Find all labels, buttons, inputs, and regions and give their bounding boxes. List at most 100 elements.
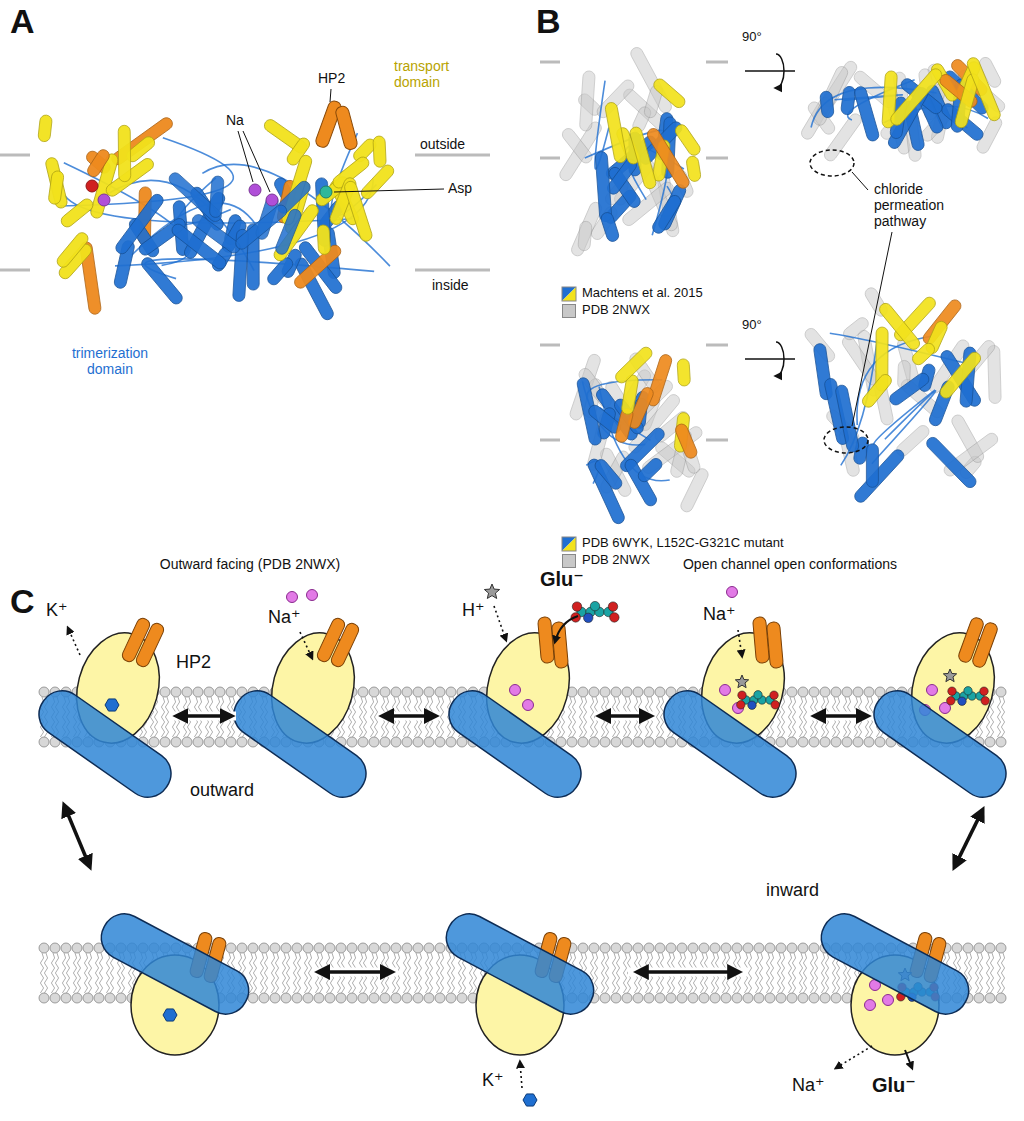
lipid-bilayer bbox=[40, 953, 43, 993]
membrane-line bbox=[0, 269, 30, 272]
equilibrium-arrow bbox=[810, 716, 872, 717]
ion-sphere bbox=[249, 184, 261, 196]
glutamate-molecule bbox=[770, 691, 778, 699]
lipid-bilayer bbox=[435, 687, 445, 697]
part-label: Na bbox=[226, 112, 244, 128]
lipid-bilayer bbox=[583, 697, 586, 737]
glutamate-molecule bbox=[737, 691, 780, 710]
channel-helices bbox=[604, 77, 702, 191]
equilibrium-arrow bbox=[628, 968, 748, 977]
channel-helices bbox=[651, 77, 687, 111]
transport-domain-helices bbox=[343, 180, 373, 243]
protein-loop bbox=[872, 391, 936, 464]
glutamate-molecule bbox=[980, 687, 988, 695]
lipid-bilayer bbox=[655, 943, 665, 953]
transporter-outward bbox=[440, 682, 589, 806]
lipid-bilayer bbox=[990, 953, 993, 993]
lipid-bilayer bbox=[803, 953, 806, 993]
lipid-bilayer bbox=[413, 993, 423, 1003]
equilibrium-arrow bbox=[810, 712, 872, 721]
lipid-bilayer bbox=[369, 687, 379, 697]
sodium-ion bbox=[523, 700, 534, 711]
lipid-bilayer bbox=[440, 953, 443, 993]
lipid-bilayer bbox=[644, 943, 654, 953]
lipid-bilayer bbox=[363, 697, 366, 737]
lipid-bilayer bbox=[788, 953, 791, 993]
lipid-bilayer bbox=[633, 737, 643, 747]
leader-line bbox=[852, 232, 892, 426]
lipid-bilayer bbox=[369, 943, 379, 953]
equilibrium-arrow bbox=[64, 806, 89, 866]
lipid-bilayer bbox=[743, 943, 753, 953]
membrane-line bbox=[706, 157, 728, 160]
membrane-line bbox=[415, 269, 490, 272]
lipid-bilayer bbox=[600, 687, 610, 697]
legend-text: Machtens et al. 2015 bbox=[582, 286, 703, 301]
lipid-bilayer bbox=[810, 953, 813, 993]
lipid-bilayer bbox=[831, 993, 841, 1003]
glutamate-molecule bbox=[771, 701, 779, 709]
channel-helices bbox=[860, 295, 983, 410]
lipid-bilayer bbox=[62, 953, 65, 993]
lipid-bilayer bbox=[710, 943, 720, 953]
lipid-bilayer bbox=[413, 943, 423, 953]
channel-helices bbox=[835, 384, 860, 453]
equilibrium-arrow bbox=[628, 972, 748, 973]
glutamate-molecule bbox=[958, 697, 966, 705]
membrane-line bbox=[0, 154, 30, 157]
pathway-outline bbox=[810, 150, 854, 176]
lipid-bilayer bbox=[248, 993, 258, 1003]
lipid-bilayer bbox=[425, 953, 428, 993]
legend-sample bbox=[562, 537, 576, 551]
lipid-bilayer bbox=[457, 737, 467, 747]
equilibrium-arrow bbox=[172, 712, 236, 721]
lipid-bilayer bbox=[413, 737, 423, 747]
lipid-bilayer bbox=[193, 687, 203, 697]
leader-line bbox=[852, 172, 868, 190]
sodium-ion bbox=[727, 587, 738, 598]
lipid-bilayer bbox=[402, 993, 412, 1003]
ion-label: H⁺ bbox=[462, 600, 485, 621]
lipid-bilayer bbox=[84, 953, 87, 993]
substrate-label: Glu⁻ bbox=[540, 568, 584, 591]
lipid-bilayer bbox=[748, 953, 751, 993]
lipid-bilayer bbox=[743, 993, 753, 1003]
lipid-bilayer bbox=[418, 953, 421, 993]
lipid-bilayer bbox=[61, 943, 71, 953]
transporter-outward bbox=[225, 616, 374, 805]
lipid-bilayer bbox=[567, 737, 577, 747]
lipid-bilayer bbox=[446, 737, 456, 747]
lipid-bilayer bbox=[963, 943, 973, 953]
glutamate-molecule bbox=[964, 687, 972, 695]
ion-label: K⁺ bbox=[482, 1070, 504, 1091]
glutamate-molecule bbox=[590, 601, 599, 610]
membrane-line bbox=[706, 439, 728, 442]
channel-helices bbox=[882, 56, 1002, 129]
lipid-bilayer bbox=[996, 993, 1006, 1003]
lipid-bilayer bbox=[237, 943, 247, 953]
lipid-bilayer bbox=[765, 943, 775, 953]
channel-helices bbox=[595, 151, 612, 222]
lipid-bilayer bbox=[765, 993, 775, 1003]
lipid-bilayer bbox=[809, 943, 819, 953]
rotation-label: 90° bbox=[742, 30, 762, 45]
channel-helices bbox=[593, 457, 625, 492]
lipid-bilayer bbox=[622, 943, 632, 953]
channel-helices bbox=[887, 371, 931, 407]
transport-domain-helices bbox=[48, 170, 65, 205]
hp2-helix bbox=[329, 621, 360, 668]
part-label: Asp bbox=[448, 180, 472, 196]
channel-helices bbox=[600, 211, 621, 243]
hp2-helix bbox=[971, 621, 999, 669]
lipid-bilayer bbox=[359, 697, 362, 737]
membrane-line bbox=[706, 344, 728, 347]
transport-domain-helices bbox=[373, 136, 386, 168]
lipid-bilayer bbox=[787, 993, 797, 1003]
lipid-bilayer bbox=[875, 737, 885, 747]
lipid-bilayer bbox=[788, 697, 791, 737]
lipid-bilayer bbox=[770, 953, 773, 993]
panel-caption: Outward facing (PDB 2NWX) bbox=[160, 556, 341, 572]
glutamate-molecule bbox=[610, 613, 619, 622]
lipid-bilayer bbox=[193, 737, 203, 747]
lipid-bilayer bbox=[204, 687, 214, 697]
